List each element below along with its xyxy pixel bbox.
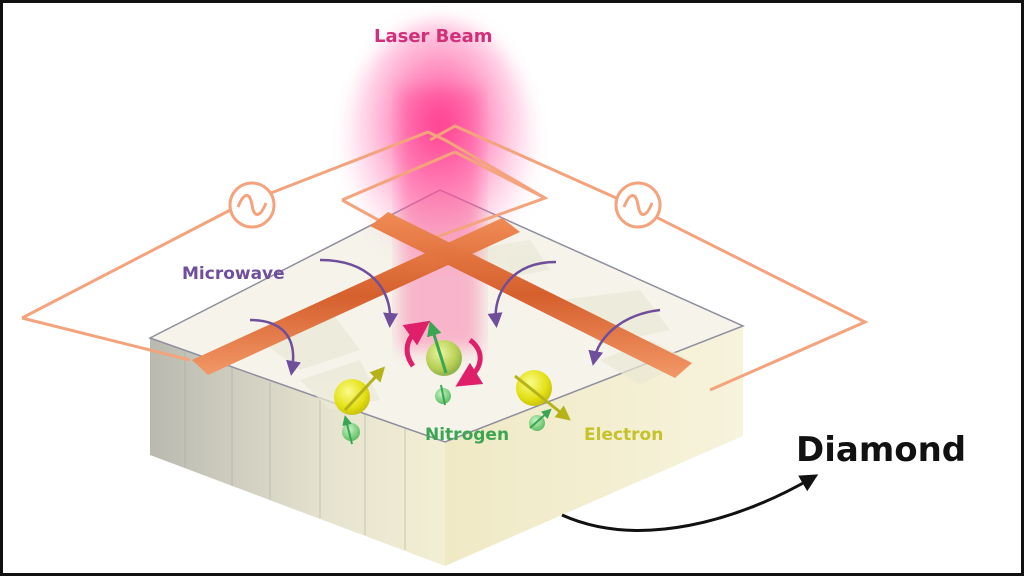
electron-left	[334, 366, 386, 445]
microwave-arrow-2	[319, 258, 399, 328]
diamond-side-texture	[184, 352, 406, 550]
curved-arrow-icon	[561, 474, 819, 532]
spin-arrow-icon-nv	[427, 320, 448, 374]
rotation-arrow-icon-right	[455, 338, 484, 387]
diamond-left-face	[150, 338, 445, 566]
microwave-label: Microwave	[182, 264, 285, 284]
ac-source-icon-left	[228, 181, 276, 229]
microwave-arrow-4	[588, 308, 661, 366]
right-circuit	[631, 203, 869, 392]
spin-arrow-icon-electron-left	[343, 366, 386, 412]
electron-label: Electron	[584, 425, 664, 445]
rotation-arrow-icon-left	[402, 320, 431, 368]
spin-arrow-icon-electron-right	[514, 374, 571, 421]
nv-electron-ball	[426, 340, 462, 376]
microwave-arrow-1	[249, 318, 301, 376]
laser-beam-column	[400, 90, 480, 350]
diamond-label: Diamond	[796, 430, 967, 470]
microwave-arrows	[249, 258, 661, 376]
wire-right	[370, 212, 692, 378]
electron-right	[514, 370, 571, 431]
nitrogen-left	[342, 423, 360, 441]
left-circuit	[21, 203, 241, 362]
laser-beam-label: Laser Beam	[374, 26, 493, 47]
nv-center	[402, 320, 484, 406]
ac-source-icon-right	[614, 181, 662, 229]
diamond-right-face	[445, 326, 743, 566]
microwave-arrow-3	[487, 260, 557, 328]
nitrogen-label: Nitrogen	[425, 425, 510, 445]
